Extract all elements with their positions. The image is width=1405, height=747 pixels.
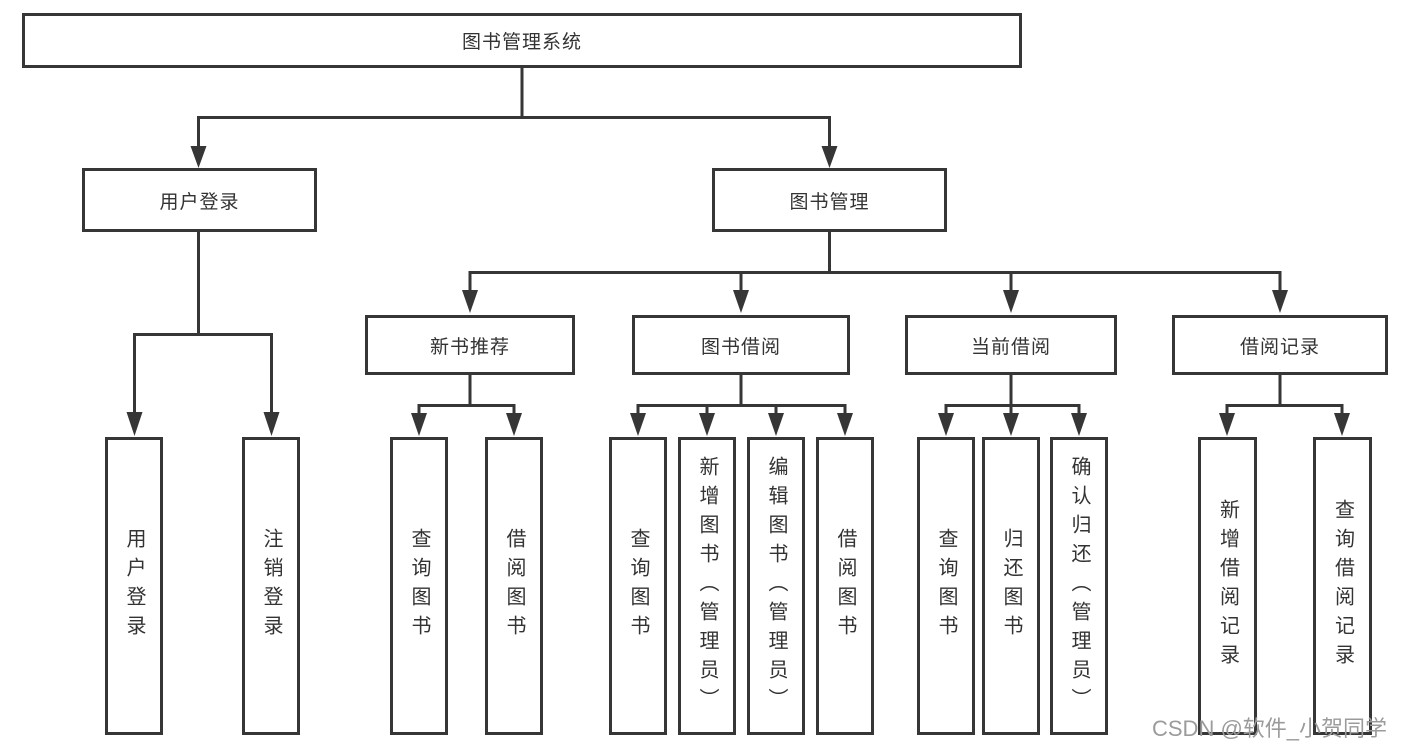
leaf-query-borrow-record: 查询借阅记录 xyxy=(1313,437,1372,735)
arrowhead-icon xyxy=(1003,290,1019,313)
arrowhead-icon xyxy=(837,413,853,436)
arrowhead-icon xyxy=(630,413,646,436)
arrowhead-icon xyxy=(1003,413,1019,436)
node-root: 图书管理系统 xyxy=(22,13,1022,68)
leaf-confirm-return-admin-label: 确认归还（管理员） xyxy=(1068,455,1090,717)
connector-borrow-record-children xyxy=(1219,375,1350,436)
arrowhead-icon xyxy=(506,413,522,436)
node-current-borrow: 当前借阅 xyxy=(905,315,1117,375)
leaf-user-login-label: 用户登录 xyxy=(123,528,145,644)
arrowhead-icon xyxy=(938,413,954,436)
leaf-query-book-3-label: 查询图书 xyxy=(935,528,957,644)
leaf-edit-book-admin: 编辑图书（管理员） xyxy=(747,437,805,735)
leaf-borrow-book-1: 借阅图书 xyxy=(485,437,543,735)
arrowhead-icon xyxy=(1272,290,1288,313)
node-root-label: 图书管理系统 xyxy=(461,32,582,53)
arrowhead-icon xyxy=(1071,413,1087,436)
node-new-book-recommend: 新书推荐 xyxy=(365,315,575,375)
arrowhead-icon xyxy=(821,146,838,168)
leaf-borrow-book-2-label: 借阅图书 xyxy=(834,528,856,644)
node-borrow-record: 借阅记录 xyxy=(1172,315,1388,375)
leaf-query-book-3: 查询图书 xyxy=(917,437,975,735)
leaf-return-book: 归还图书 xyxy=(982,437,1040,735)
node-book-borrow: 图书借阅 xyxy=(632,315,850,375)
leaf-add-borrow-record: 新增借阅记录 xyxy=(1198,437,1257,735)
leaf-query-book-2-label: 查询图书 xyxy=(627,528,649,644)
leaf-borrow-book-2: 借阅图书 xyxy=(816,437,874,735)
leaf-user-login: 用户登录 xyxy=(105,437,163,735)
node-book-management: 图书管理 xyxy=(712,168,947,232)
connector-current-borrow-children xyxy=(938,375,1087,436)
leaf-query-book-2: 查询图书 xyxy=(609,437,667,735)
leaf-return-book-label: 归还图书 xyxy=(1000,528,1022,644)
leaf-query-book-1-label: 查询图书 xyxy=(408,528,430,644)
node-current-borrow-label: 当前借阅 xyxy=(970,336,1051,358)
arrowhead-icon xyxy=(1219,413,1235,436)
arrowhead-icon xyxy=(768,413,784,436)
leaf-add-book-admin: 新增图书（管理员） xyxy=(678,437,736,735)
arrowhead-icon xyxy=(462,290,478,313)
connector-book-borrow-children xyxy=(630,375,853,436)
leaf-edit-book-admin-label: 编辑图书（管理员） xyxy=(765,455,787,717)
leaf-logout: 注销登录 xyxy=(242,437,300,735)
csdn-watermark: CSDN @软件_小贺同学 xyxy=(1152,716,1388,741)
arrowhead-icon xyxy=(263,412,280,436)
arrowhead-icon xyxy=(699,413,715,436)
arrowhead-icon xyxy=(190,146,207,168)
leaf-add-book-admin-label: 新增图书（管理员） xyxy=(696,455,718,717)
node-book-borrow-label: 图书借阅 xyxy=(700,336,781,358)
leaf-query-book-1: 查询图书 xyxy=(390,437,448,735)
leaf-logout-label: 注销登录 xyxy=(260,528,282,644)
node-user-login-label: 用户登录 xyxy=(159,191,240,213)
connector-user-login-children xyxy=(126,232,280,436)
leaf-query-borrow-record-label: 查询借阅记录 xyxy=(1331,499,1354,673)
leaf-borrow-book-1-label: 借阅图书 xyxy=(503,528,525,644)
node-new-book-recommend-label: 新书推荐 xyxy=(429,336,510,358)
node-borrow-record-label: 借阅记录 xyxy=(1239,336,1320,358)
leaf-confirm-return-admin: 确认归还（管理员） xyxy=(1050,437,1108,735)
arrowhead-icon xyxy=(411,413,427,436)
node-user-login: 用户登录 xyxy=(82,168,317,232)
leaf-add-borrow-record-label: 新增借阅记录 xyxy=(1216,499,1239,673)
connector-root-to-level2 xyxy=(190,68,838,168)
connector-book-management-children xyxy=(462,232,1288,313)
connector-new-book-children xyxy=(411,375,522,436)
arrowhead-icon xyxy=(733,290,749,313)
arrowhead-icon xyxy=(126,412,143,436)
arrowhead-icon xyxy=(1334,413,1350,436)
node-book-management-label: 图书管理 xyxy=(789,191,870,213)
